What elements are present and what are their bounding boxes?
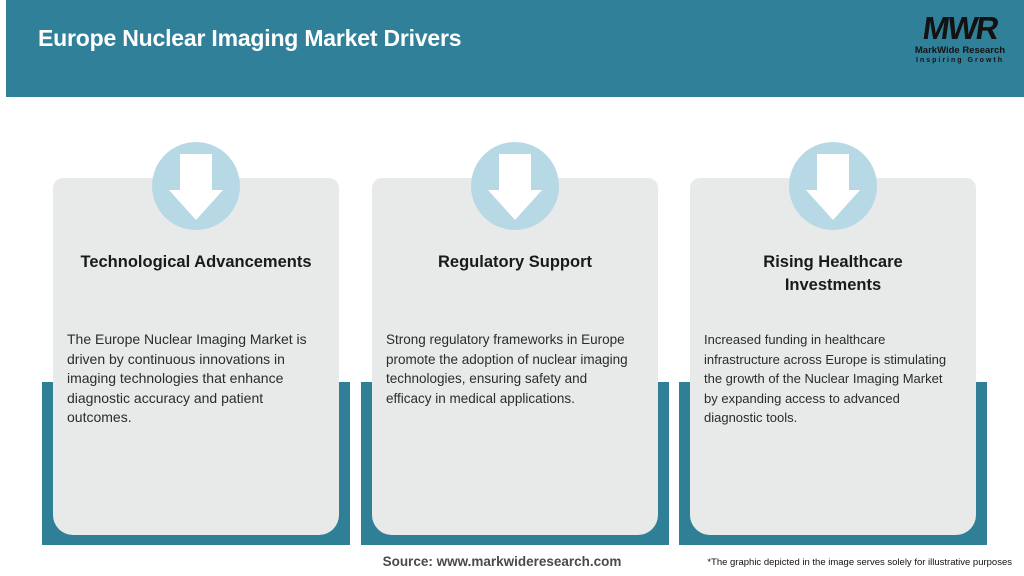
- down-arrow-icon: [471, 142, 559, 230]
- card-body-text: Increased funding in healthcare infrastr…: [704, 332, 947, 425]
- driver-card-regulatory-support: Regulatory Support Strong regulatory fra…: [361, 142, 669, 545]
- markwide-research-logo: MWR MarkWide Research Inspiring Growth: [910, 10, 1010, 64]
- card-panel: [690, 178, 976, 535]
- card-panel: [53, 178, 339, 535]
- driver-card-technological-advancements: Technological Advancements The Europe Nu…: [42, 142, 350, 545]
- card-body-text: Strong regulatory frameworks in Europe p…: [386, 332, 628, 406]
- driver-card-rising-healthcare-investments: Rising Healthcare Investments Increased …: [679, 142, 987, 545]
- card-title: Rising Healthcare Investments: [763, 253, 903, 294]
- card-title: Regulatory Support: [437, 253, 592, 271]
- card-panel: [372, 178, 658, 535]
- logo-monogram: MWR: [920, 10, 1000, 46]
- source-attribution: Source: www.markwideresearch.com: [382, 554, 622, 569]
- logo-name: MarkWide Research: [914, 45, 1006, 56]
- card-body-text: The Europe Nuclear Imaging Market is dri…: [67, 331, 307, 425]
- logo-tagline: Inspiring Growth: [916, 57, 1004, 64]
- header-band: Europe Nuclear Imaging Market Drivers MW…: [6, 0, 1024, 97]
- card-title: Technological Advancements: [80, 253, 312, 271]
- down-arrow-icon: [789, 142, 877, 230]
- page-title: Europe Nuclear Imaging Market Drivers: [38, 25, 462, 51]
- down-arrow-icon: [152, 142, 240, 230]
- disclaimer-note: *The graphic depicted in the image serve…: [707, 557, 1012, 568]
